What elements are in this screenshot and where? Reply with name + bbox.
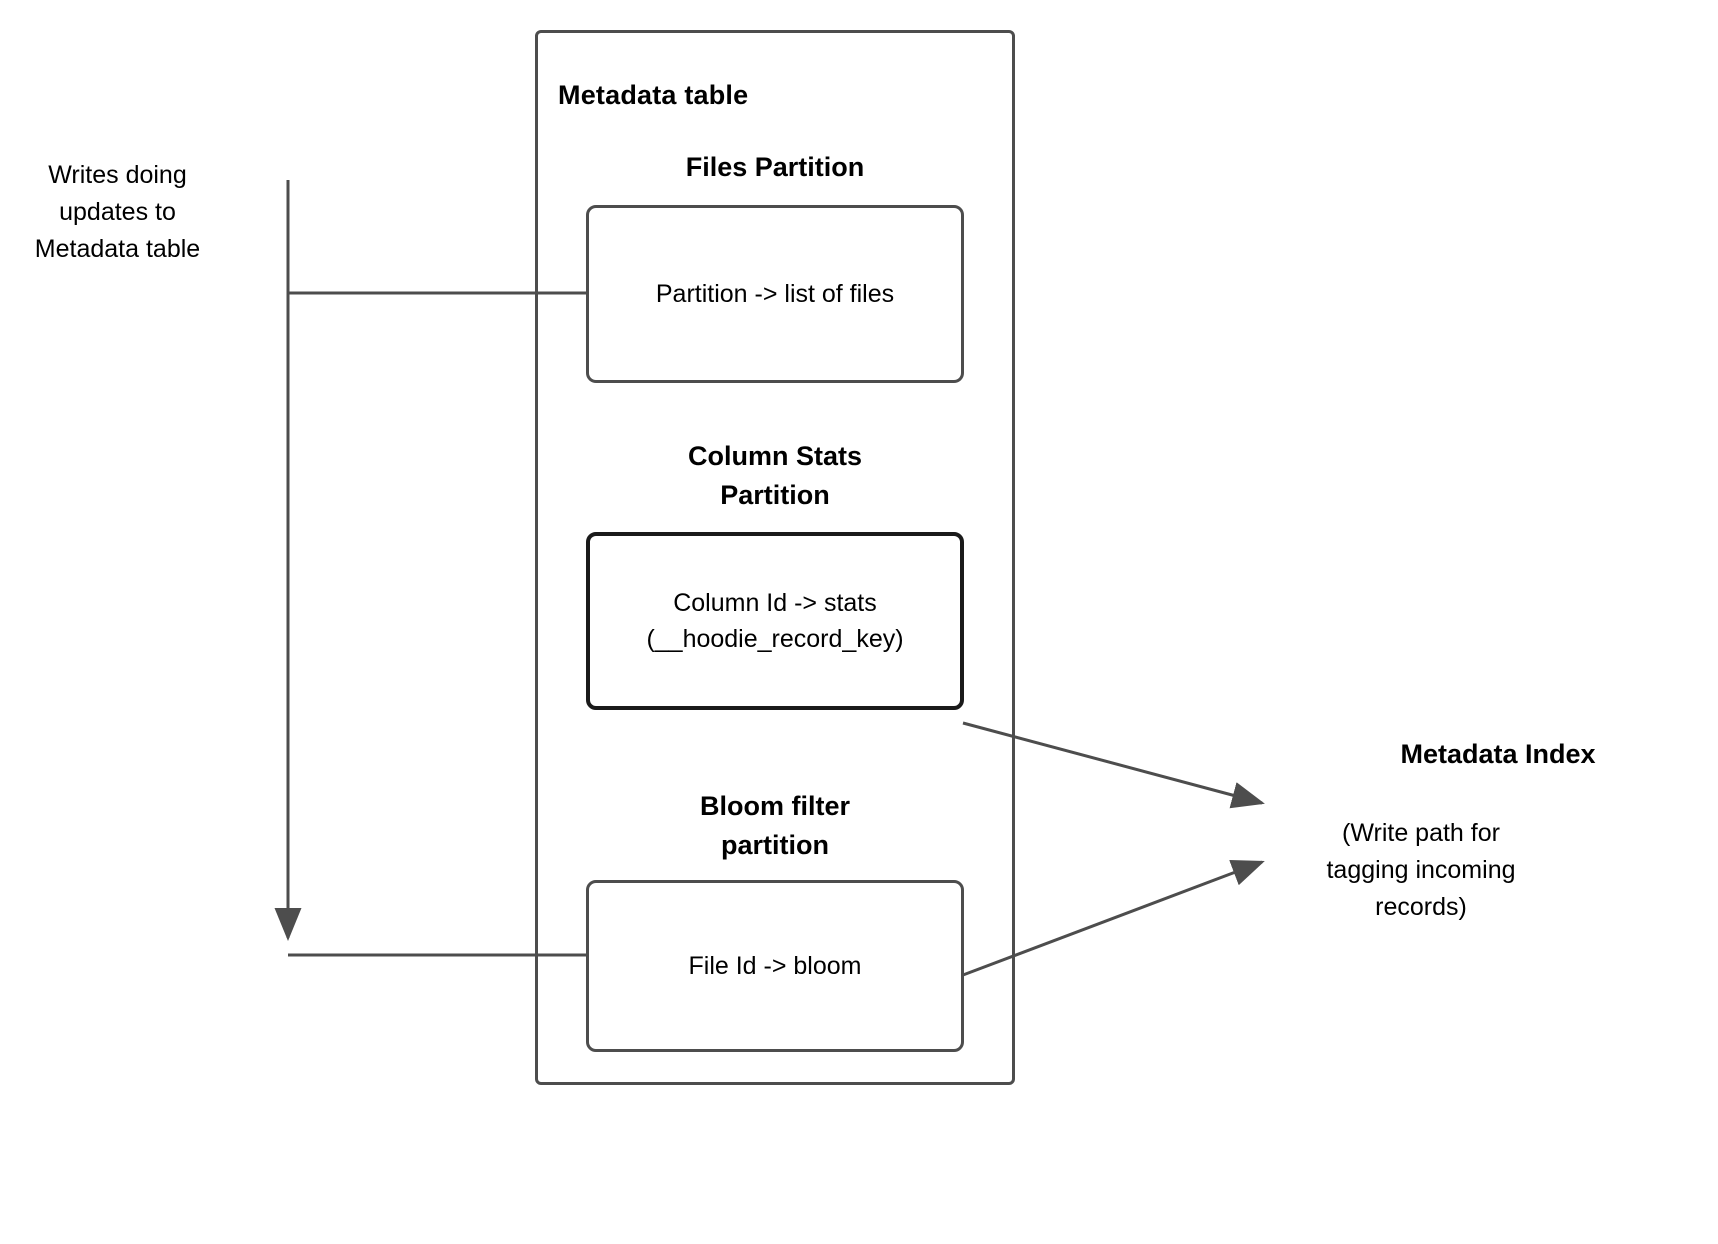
bloom-filter-partition-box: File Id -> bloom [586,880,964,1052]
metadata-table-title: Metadata table [558,80,749,110]
write-updates-note: Writes doing updates to Metadata table [10,157,225,268]
write-updates-note-line-3: Metadata table [34,235,201,263]
column-stats-box-text-line-2: (__hoodie_record_key) [646,625,904,653]
column-stats-partition-box-text: Column Id -> stats (__hoodie_record_key) [636,585,913,658]
files-partition-box-text: Partition -> list of files [655,279,895,308]
column-stats-box-text-line-1: Column Id -> stats [673,588,877,617]
write-updates-note-line-1: Writes doing [48,161,187,189]
metadata-index-caption-line-2: tagging incoming [1326,856,1516,884]
metadata-index-caption-line-1: (Write path for [1342,819,1500,847]
metadata-index-caption-line-3: records) [1375,893,1467,921]
column-stats-partition-title: Column Stats Partition [575,437,975,515]
files-partition-box: Partition -> list of files [586,205,964,383]
metadata-table-container [535,30,1015,1085]
files-partition-title-line-1: Files Partition [685,152,865,182]
bloom-filter-partition-title: Bloom filter partition [575,787,975,865]
bloom-filter-partition-title-line-1: Bloom filter [699,791,850,821]
write-updates-note-line-2: updates to [59,198,176,226]
files-partition-title: Files Partition [575,148,975,187]
column-stats-partition-box: Column Id -> stats (__hoodie_record_key) [586,532,964,710]
metadata-index-title: Metadata Index [1400,739,1596,769]
column-stats-partition-title-line-1: Column Stats [687,441,862,471]
column-stats-partition-title-line-2: Partition [720,480,830,511]
bloom-filter-partition-title-line-2: partition [721,830,829,861]
bloom-filter-partition-box-text: File Id -> bloom [688,951,862,980]
metadata-index-caption: (Write path for tagging incoming records… [1296,815,1546,926]
